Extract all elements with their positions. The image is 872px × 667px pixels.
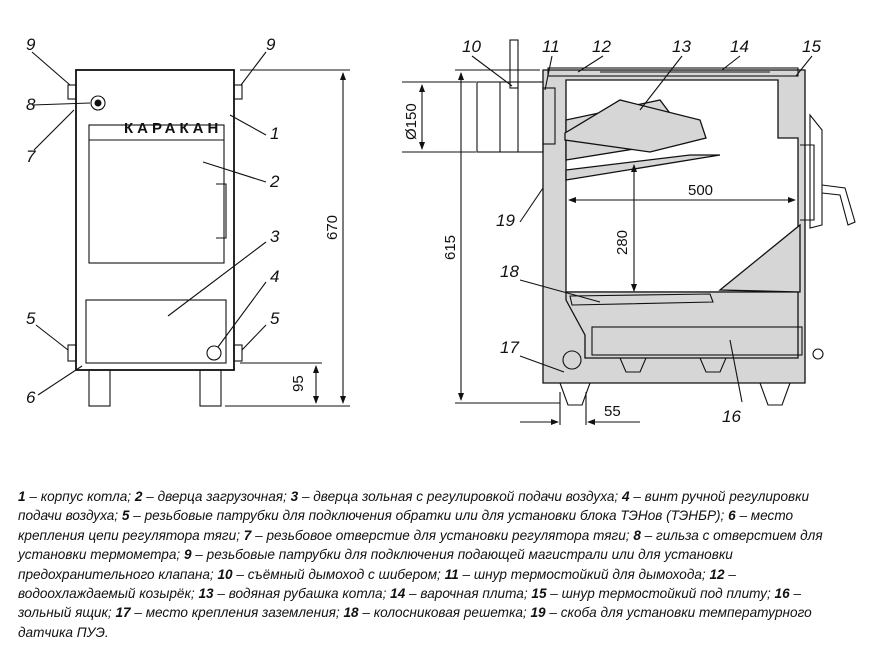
legend-number: 13 [198,586,214,602]
legend-number: 8 [633,527,641,543]
label-18: 18 [500,262,519,281]
grate [569,293,714,306]
legend-text: место крепления заземления; [145,605,340,621]
legend-text: дверца загрузочная; [157,489,287,504]
legend-number: 9 [183,547,192,563]
legend-number: 6 [728,508,736,524]
legend-text: скоба для установки температурного датчи… [18,605,812,640]
label-3: 3 [270,227,280,246]
legend-number: 17 [115,605,131,621]
legend-text: съёмный дымоход с шибером; [247,566,441,582]
legend-number: 12 [709,566,725,582]
leg-right [199,369,222,407]
damper [509,39,519,89]
label-8: 8 [26,95,36,114]
label-12: 12 [592,37,611,56]
label-10: 10 [462,37,481,56]
legend-number: 18 [343,605,359,621]
legend-number: 4 [621,489,630,504]
pipe-top-right [233,84,243,100]
legend-text: колосниковая решетка; [373,605,527,621]
legend-text: место крепления цепи регулятора тяги; [18,508,794,543]
cooled-deflector [564,99,707,153]
label-5-left: 5 [26,309,36,328]
label-2: 2 [269,172,280,191]
legend-number: 16 [774,586,790,602]
dim-diameter: Ø150 [403,103,420,140]
label-9-left: 9 [26,35,36,54]
leg-left [88,369,111,407]
dim-height-total: 670 [324,215,341,240]
dim-firebox-depth: 500 [688,182,713,199]
legend-text: водяная рубашка котла; [228,586,387,602]
legend-number: 7 [243,527,252,543]
boiler-body [75,69,235,371]
label-11: 11 [542,37,560,56]
door-handle [216,183,227,239]
label-17: 17 [500,338,519,357]
label-1: 1 [270,124,279,143]
label-19: 19 [496,211,515,230]
legend-text: резьбовые патрубки для подключения обрат… [144,508,725,524]
dim-height-section: 615 [442,235,459,260]
dim-firebox-height: 280 [614,230,631,255]
ash-door [85,299,227,364]
loading-door [88,124,225,264]
legend-text: водоохлаждаемый козырёк; [18,586,195,602]
label-15: 15 [802,37,821,56]
dim-ground-offset: 55 [604,403,621,420]
label-9-right: 9 [266,35,276,54]
legend-number: 3 [290,489,299,504]
legend-text: гильза с отверстием для установки термом… [18,527,823,563]
label-4: 4 [270,267,279,286]
legend-number: 11 [444,566,459,582]
legend-number: 15 [531,586,547,602]
label-6: 6 [26,388,36,407]
ash-pan [591,326,803,356]
air-screw-icon [206,345,222,361]
pipe-top-left [67,84,77,100]
legend-text: корпус котла; [40,489,132,504]
legend-number: 1 [18,489,26,504]
legend-text: винт ручной регулировки подачи воздуха; [18,489,810,524]
label-14: 14 [730,37,749,56]
legend-text: резьбовое отверстие для установки регуля… [266,527,630,543]
label-5-right: 5 [270,309,280,328]
pipe-bottom-left [67,344,77,362]
legend-text: дверца зольная с регулировкой подачи воз… [313,489,619,504]
legend-text: резьбовые патрубки для подключения подаю… [18,547,733,582]
legend-number: 5 [121,508,130,524]
label-7: 7 [26,147,36,166]
ground-bolt-icon [562,350,582,370]
legend-text: шнур термостойкий под плиту; [561,586,771,602]
legend-number: 2 [134,489,143,504]
front-view: КАРАКАН 670 95 9 9 8 7 1 2 3 4 5 5 6 [26,35,350,407]
removable-chimney [476,81,544,153]
dim-leg-height: 95 [290,375,307,392]
legend-text: шнур термостойкий для дымохода; [473,566,706,582]
legend-number: 19 [530,605,546,621]
legend-number: 10 [217,566,233,582]
legend-text: варочная плита; [420,586,528,602]
legend-number: 14 [390,586,406,602]
label-16: 16 [722,407,741,426]
legend-text: зольный ящик; [18,605,112,621]
label-13: 13 [672,37,691,56]
legend: 1 – корпус котла; 2 – дверца загрузочная… [18,489,823,640]
thermometer-sleeve [90,95,106,111]
brand-label: КАРАКАН [124,120,222,137]
pipe-bottom-right [233,344,243,362]
boiler-diagram: КАРАКАН 670 95 9 9 8 7 1 2 3 4 5 5 6 [26,35,856,426]
section-view: Ø150 615 500 280 55 10 11 12 13 14 [402,37,856,426]
